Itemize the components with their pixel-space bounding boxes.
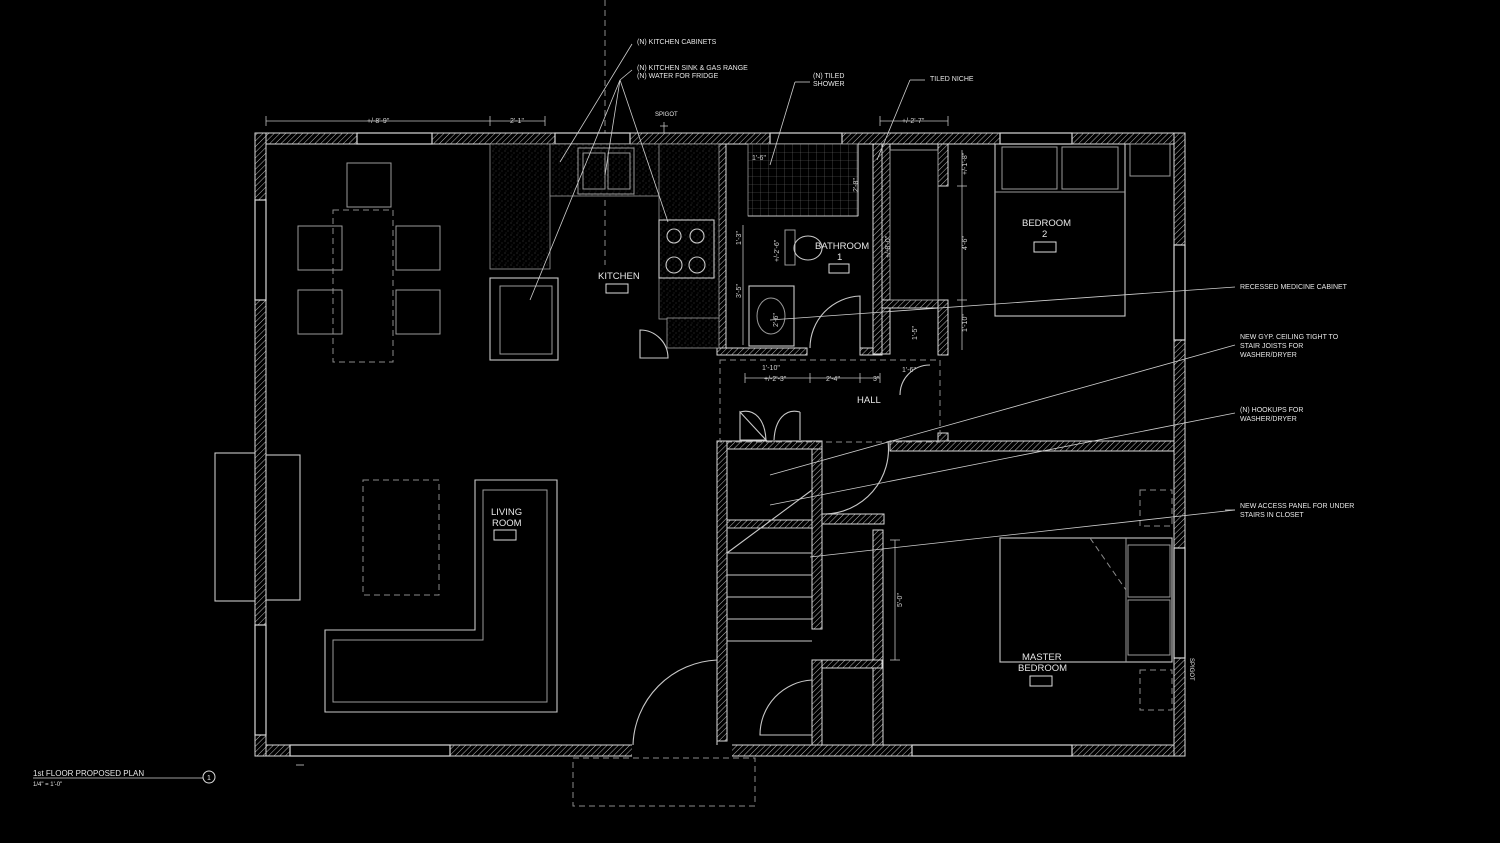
room-label-bedroom-2-number: 2: [1042, 229, 1047, 240]
room-label-master-bedroom: BEDROOM: [1018, 663, 1067, 674]
title-block: 1st FLOOR PROPOSED PLAN 1/4" = 1'-0" 1: [33, 764, 304, 788]
dim-bath-b2: +/-2'-3": [764, 376, 787, 383]
note-spigot-top: SPIGOT: [655, 112, 678, 118]
note-tiled-shower-1: (N) TILED: [813, 73, 844, 80]
dim-vanity-b: 2'-6": [773, 313, 780, 327]
plan-number-circle: [202, 770, 216, 784]
dim-top-left: +/-8'-9": [367, 118, 390, 125]
note-gyp-ceiling-2: STAIR JOISTS FOR: [1240, 343, 1303, 350]
room-label-room: ROOM: [492, 518, 522, 529]
kitchen-fixtures: [489, 143, 720, 361]
living-room-furniture: [214, 452, 558, 713]
dim-bath-b4: 3": [873, 376, 880, 383]
dim-shower-w: 1'-6": [752, 155, 766, 162]
note-water-fridge: (N) WATER FOR FRIDGE: [637, 73, 719, 80]
plan-number: 1: [207, 775, 211, 782]
dim-vanity-a: 3'-5": [736, 284, 743, 298]
note-access-panel-2: STAIRS IN CLOSET: [1240, 512, 1304, 519]
bathroom-fixtures: [747, 143, 861, 349]
note-hookups-2: WASHER/DRYER: [1240, 416, 1297, 423]
dimension-labels: +/-8'-9" 2'-1" +/-2'-7" 1'-6" 2'-8" 1'-3…: [367, 118, 969, 607]
note-tiled-shower-2: SHOWER: [813, 81, 845, 88]
room-label-living: LIVING: [491, 507, 522, 518]
dim-bed2-c: 1'-10": [962, 314, 969, 332]
room-labels: KITCHEN BATHROOM 1 BEDROOM 2 HALL LIVING…: [491, 218, 1071, 674]
note-sink-range: (N) KITCHEN SINK & GAS RANGE: [637, 65, 748, 72]
leader-lines: [529, 43, 1236, 558]
dining-table: [297, 162, 441, 363]
dim-closet-h1: +/-8'-0": [885, 235, 892, 258]
plan-title: 1st FLOOR PROPOSED PLAN: [33, 769, 144, 778]
room-label-kitchen: KITCHEN: [598, 271, 640, 282]
note-kitchen-cabinets: (N) KITCHEN CABINETS: [637, 39, 717, 46]
note-hookups-1: (N) HOOKUPS FOR: [1240, 407, 1303, 414]
dim-wc-b: +/-2'-6": [774, 239, 781, 262]
interior-walls: [716, 143, 1175, 746]
note-access-panel-1: NEW ACCESS PANEL FOR UNDER: [1240, 503, 1354, 510]
dim-bath-b1: 1'-10": [762, 365, 780, 372]
dim-closet-h2: 1'-5": [912, 326, 919, 340]
dim-stair-closet: 5'-0": [897, 593, 904, 607]
master-bedroom-furniture: [999, 489, 1173, 711]
note-medicine-cabinet: RECESSED MEDICINE CABINET: [1240, 284, 1348, 291]
dim-top-right: +/-2'-7": [902, 118, 925, 125]
dimension-lines: [265, 116, 967, 661]
dim-bath-b3: 2'-4": [826, 376, 840, 383]
stairs: [572, 489, 813, 807]
dim-shower-h: 2'-8": [853, 178, 860, 192]
plan-scale: 1/4" = 1'-0": [33, 782, 62, 788]
room-label-bathroom: BATHROOM: [815, 241, 869, 252]
dim-bed2-b: 4'-6": [962, 236, 969, 250]
note-spigot-right: SPIGOT: [1188, 658, 1194, 681]
note-tiled-niche: TILED NICHE: [930, 76, 974, 83]
bedroom-2-furniture: [994, 143, 1171, 317]
room-label-bedroom-2: BEDROOM: [1022, 218, 1071, 229]
room-label-master: MASTER: [1022, 652, 1062, 663]
note-gyp-ceiling-3: WASHER/DRYER: [1240, 352, 1297, 359]
dim-wc-a: 1'-3": [736, 231, 743, 245]
dim-top-mid: 2'-1": [510, 118, 524, 125]
room-label-bathroom-number: 1: [837, 252, 842, 263]
note-gyp-ceiling-1: NEW GYP. CEILING TIGHT TO: [1240, 334, 1339, 341]
hall-closet: [719, 149, 941, 515]
dim-bed2-a: +/-1'-8": [962, 152, 969, 175]
room-label-hall: HALL: [857, 395, 881, 406]
dim-hall-door: 1'-6": [902, 367, 916, 374]
annotations: (N) KITCHEN CABINETS (N) KITCHEN SINK & …: [637, 39, 1354, 681]
